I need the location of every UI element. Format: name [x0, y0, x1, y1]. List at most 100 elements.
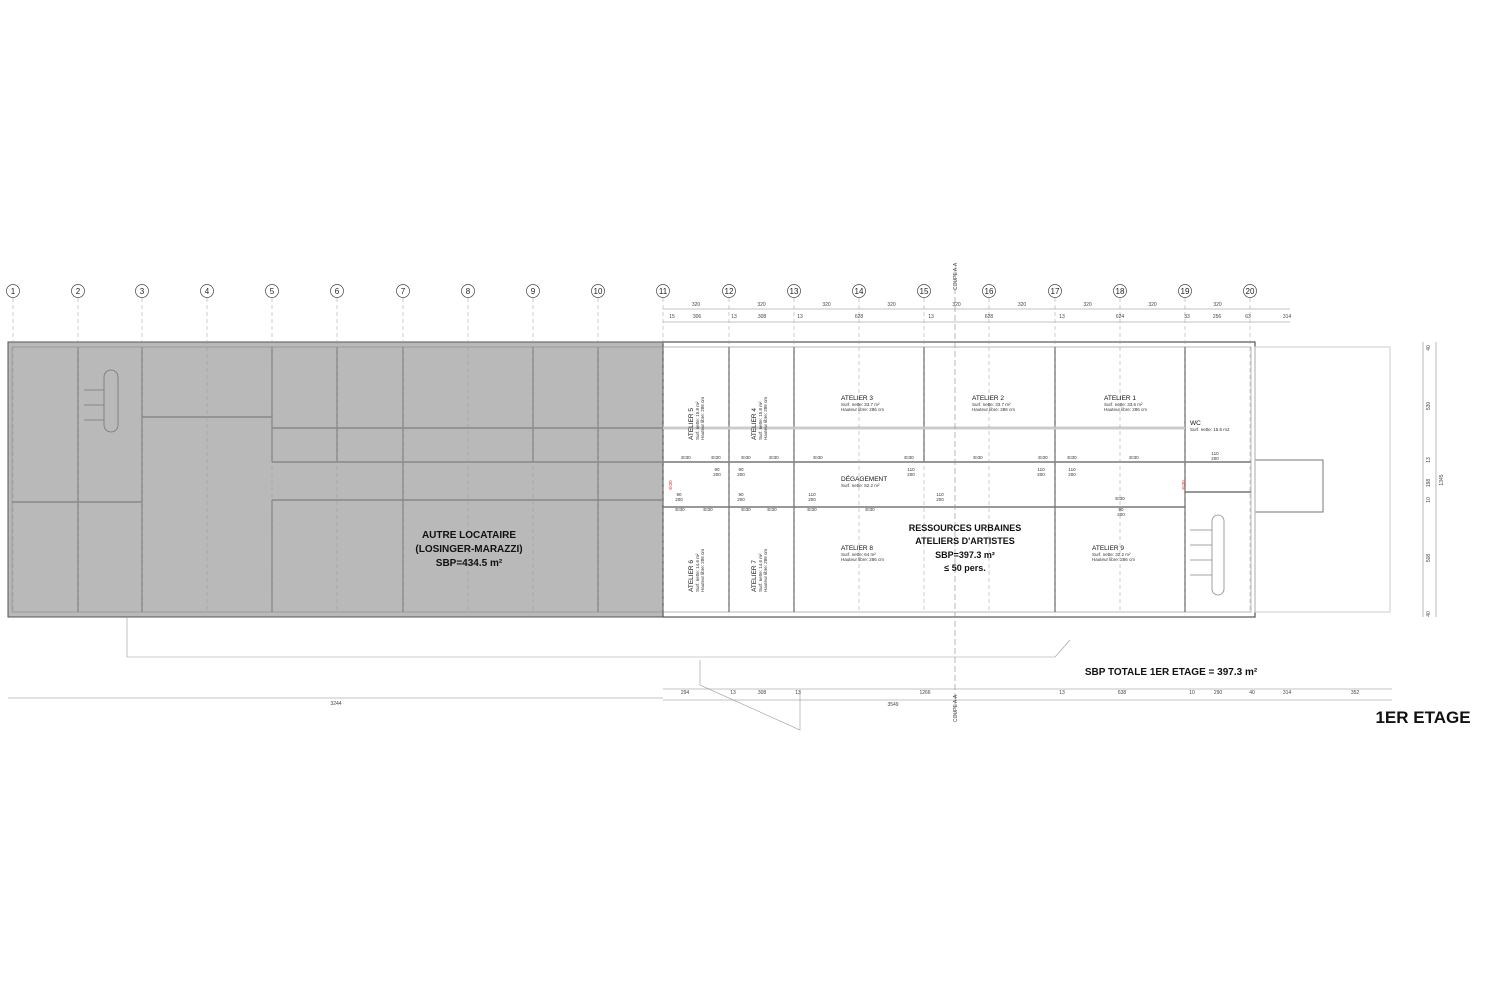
- section-label: COUPE A-A: [953, 694, 959, 722]
- dimension-label: 320: [822, 302, 831, 308]
- room-name: ATELIER 7: [751, 560, 758, 592]
- room-height: Hauteur libre: 286 cm: [1104, 407, 1147, 412]
- room-area: Surf. nette: 14.6 m²: [695, 553, 700, 592]
- door-height: 200: [1068, 472, 1076, 477]
- door-width: 110: [1211, 451, 1219, 456]
- room-height: Hauteur libre: 286 cm: [763, 397, 768, 440]
- door-height: 200: [808, 497, 816, 502]
- connection-line: [126, 617, 1071, 658]
- dimension-label: 624: [1116, 314, 1125, 320]
- dimension-label: 320: [1083, 302, 1092, 308]
- fire-rating-label: EI30: [675, 507, 685, 512]
- room-height: Hauteur libre: 286 cm: [700, 549, 705, 592]
- fire-rating-label: EI30: [681, 455, 691, 460]
- main-tenant-zone: [662, 341, 1256, 618]
- door-width: 90: [738, 467, 744, 472]
- dimension-label: 320: [1213, 302, 1222, 308]
- grid-axis-label: 15: [920, 287, 929, 296]
- room-height: Hauteur libre: 286 cm: [1092, 557, 1135, 562]
- connection-line-2: [699, 660, 801, 731]
- dimension-label: 320: [1148, 302, 1157, 308]
- fire-rating-label: EI30: [813, 455, 823, 460]
- room-area: Surf. nette: 15.5 m2: [1190, 427, 1230, 432]
- dimension-label: 10: [1426, 497, 1432, 503]
- grid-axis-label: 16: [985, 287, 994, 296]
- main-tenant-label: SBP=397.3 m²: [935, 550, 995, 560]
- dimension-label: 63: [1245, 314, 1251, 320]
- grid-axis-label: 17: [1051, 287, 1060, 296]
- door-width: 110: [808, 492, 816, 497]
- balcony-outline: [1254, 346, 1391, 613]
- other-tenant-label: AUTRE LOCATAIRE: [422, 530, 516, 541]
- grid-axis-bubble: [200, 284, 214, 298]
- dimension-label: 314: [1283, 314, 1292, 320]
- dimension-label: 13: [730, 690, 736, 696]
- section-label: COUPE A-A: [953, 262, 959, 290]
- dimension-label: 40: [1249, 690, 1255, 696]
- fire-rating-label: EI30: [904, 455, 914, 460]
- room-area: Surf. nette: 52.2 m²: [841, 483, 880, 488]
- door-height: 200: [713, 472, 721, 477]
- dimension-lines: [8, 308, 1437, 701]
- door-width: 110: [1068, 467, 1076, 472]
- door-width: 110: [1037, 467, 1045, 472]
- fire-rating-label: EI30: [767, 507, 777, 512]
- dimension-label: 638: [1118, 690, 1127, 696]
- grid-axis-bubble: [1243, 284, 1257, 298]
- room-name: ATELIER 4: [751, 408, 758, 440]
- dimension-label: 198: [1426, 479, 1432, 488]
- grid-axis-label: 8: [466, 287, 471, 296]
- stair-right: [1190, 514, 1225, 596]
- grid-axis-bubble: [71, 284, 85, 298]
- dimension-label: 320: [887, 302, 896, 308]
- room-area: Surf. nette: 33.7 m²: [841, 402, 880, 407]
- door-height: 200: [737, 472, 745, 477]
- fire-rating-label: EI30: [1115, 496, 1125, 501]
- grid-axis-bubble: [982, 284, 996, 298]
- fire-rating-label: EI30: [1067, 455, 1077, 460]
- dimension-label: 13: [1059, 690, 1065, 696]
- grid-axis-bubble: [722, 284, 736, 298]
- dimension-label: 628: [855, 314, 864, 320]
- sbp-total: SBP TOTALE 1ER ETAGE = 397.3 m²: [1085, 667, 1258, 678]
- dimension-label: 33: [1184, 314, 1190, 320]
- room-area: Surf. nette: 15.8 m²: [758, 401, 763, 440]
- grid-axis-bubble: [591, 284, 605, 298]
- room-name: ATELIER 8: [841, 545, 873, 552]
- grid-axis-label: 12: [725, 287, 734, 296]
- door-height: 200: [675, 497, 683, 502]
- grid-axis-bubble: [330, 284, 344, 298]
- dimension-label: 13: [1059, 314, 1065, 320]
- grid-axis-label: 7: [401, 287, 406, 296]
- grid-axis-bubble: [917, 284, 931, 298]
- fire-rating-label: EI30: [807, 507, 817, 512]
- room-area: Surf. nette: 15.8 m²: [695, 401, 700, 440]
- room-height: Hauteur libre: 286 cm: [841, 407, 884, 412]
- other-tenant-label: SBP=434.5 m²: [436, 558, 503, 569]
- dimension-label: 314: [1283, 690, 1292, 696]
- room-area: Surf. nette: 64 m²: [841, 552, 876, 557]
- grid-axis-label: 1: [11, 287, 16, 296]
- grid-axis-label: 5: [270, 287, 275, 296]
- dimension-label: 13: [797, 314, 803, 320]
- grid-axis-label: 11: [659, 287, 668, 296]
- dimension-total: 1345: [1439, 474, 1445, 485]
- dimension-label: 40: [1426, 611, 1432, 617]
- room-name: ATELIER 2: [972, 395, 1004, 402]
- grid-axis-bubble: [787, 284, 801, 298]
- dimension-total: 3549: [887, 702, 898, 708]
